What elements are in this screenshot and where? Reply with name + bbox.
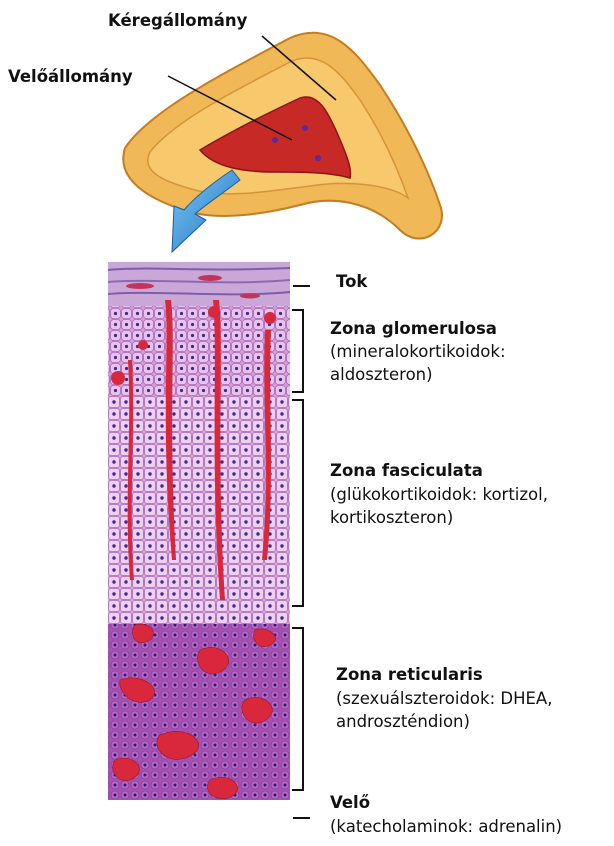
zone-fasciculata-desc-1: (glükokortikoidok: kortizol, bbox=[330, 484, 548, 506]
zona-fasciculata-layer bbox=[108, 396, 290, 624]
zone-glomerulosa-title: Zona glomerulosa bbox=[330, 318, 497, 340]
medulla-label: Velőállomány bbox=[8, 66, 133, 88]
cortex-tissue-section bbox=[108, 262, 290, 800]
capsule-label: Tok bbox=[336, 271, 367, 293]
zone-fasciculata-title: Zona fasciculata bbox=[330, 460, 483, 482]
bracket-glomerulosa bbox=[292, 310, 303, 392]
zone-fasciculata-desc-2: kortikoszteron) bbox=[330, 507, 453, 529]
zone-reticularis-desc-2: androszténdion) bbox=[336, 711, 470, 733]
velo-label: Velő bbox=[330, 792, 370, 814]
cortex-label: Kéregállomány bbox=[108, 10, 247, 32]
velo-desc: (katecholaminok: adrenalin) bbox=[330, 816, 562, 838]
zona-glomerulosa-layer bbox=[108, 306, 290, 396]
zone-reticularis-desc-1: (szexuálszteroidok: DHEA, bbox=[336, 688, 552, 710]
zone-reticularis-title: Zona reticularis bbox=[336, 664, 483, 686]
bracket-fasciculata bbox=[292, 400, 303, 606]
zone-glomerulosa-desc-2: aldoszteron) bbox=[330, 364, 433, 386]
bracket-reticularis bbox=[292, 628, 303, 790]
zone-glomerulosa-desc-1: (mineralokortikoidok: bbox=[330, 341, 506, 363]
